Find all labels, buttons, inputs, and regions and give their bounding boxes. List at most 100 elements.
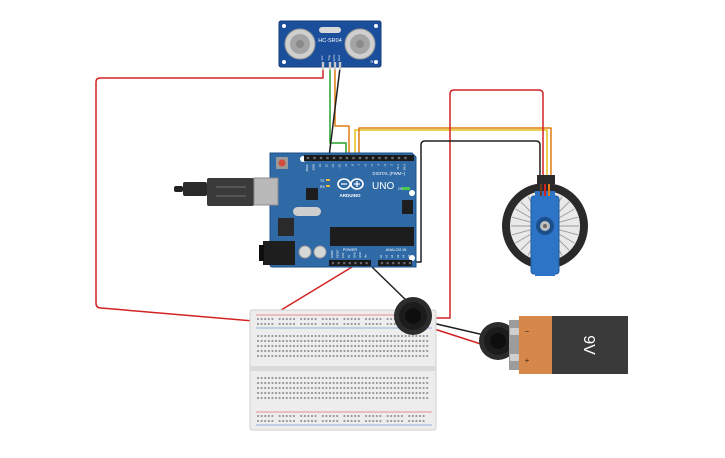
digital-pin[interactable] [326, 156, 329, 160]
breadboard-hole[interactable] [325, 420, 328, 422]
breadboard-hole[interactable] [368, 345, 371, 347]
breadboard-hole[interactable] [422, 382, 425, 384]
breadboard-hole[interactable] [332, 350, 335, 352]
breadboard-hole[interactable] [271, 392, 274, 394]
breadboard-hole[interactable] [411, 350, 414, 352]
breadboard-hole[interactable] [390, 397, 393, 399]
breadboard-hole[interactable] [289, 392, 292, 394]
breadboard-hole[interactable] [401, 345, 403, 347]
breadboard-hole[interactable] [275, 382, 277, 384]
breadboard-hole[interactable] [329, 420, 331, 422]
breadboard-hole[interactable] [426, 340, 429, 342]
breadboard-hole[interactable] [318, 397, 321, 399]
breadboard-hole[interactable] [347, 415, 349, 417]
power-pin[interactable] [354, 262, 357, 265]
breadboard-hole[interactable] [336, 397, 339, 399]
breadboard-hole[interactable] [419, 335, 421, 337]
breadboard-hole[interactable] [368, 318, 371, 320]
breadboard-hole[interactable] [293, 355, 295, 357]
breadboard-hole[interactable] [336, 340, 339, 342]
breadboard-hole[interactable] [368, 335, 371, 337]
breadboard-hole[interactable] [303, 397, 306, 399]
breadboard-hole[interactable] [332, 420, 335, 422]
breadboard-hole[interactable] [372, 318, 375, 320]
breadboard-hole[interactable] [390, 392, 393, 394]
breadboard-hole[interactable] [311, 420, 313, 422]
breadboard-hole[interactable] [343, 377, 346, 379]
breadboard-hole[interactable] [365, 377, 367, 379]
breadboard-hole[interactable] [415, 392, 418, 394]
breadboard-hole[interactable] [285, 382, 288, 384]
breadboard-hole[interactable] [314, 335, 317, 337]
breadboard-hole[interactable] [386, 392, 389, 394]
breadboard-hole[interactable] [347, 323, 349, 325]
breadboard-hole[interactable] [271, 318, 274, 320]
breadboard-hole[interactable] [401, 355, 403, 357]
breadboard-hole[interactable] [343, 318, 346, 320]
breadboard-hole[interactable] [411, 377, 414, 379]
breadboard-hole[interactable] [271, 350, 274, 352]
breadboard-hole[interactable] [372, 392, 375, 394]
breadboard-hole[interactable] [332, 335, 335, 337]
breadboard-hole[interactable] [271, 377, 274, 379]
breadboard-hole[interactable] [325, 392, 328, 394]
breadboard-hole[interactable] [329, 397, 331, 399]
breadboard-hole[interactable] [365, 392, 367, 394]
breadboard-hole[interactable] [318, 340, 321, 342]
breadboard-hole[interactable] [343, 335, 346, 337]
breadboard-hole[interactable] [390, 420, 393, 422]
breadboard-hole[interactable] [271, 387, 274, 389]
breadboard-hole[interactable] [415, 340, 418, 342]
breadboard-hole[interactable] [419, 420, 421, 422]
breadboard-hole[interactable] [357, 318, 360, 320]
breadboard-hole[interactable] [278, 323, 281, 325]
breadboard-hole[interactable] [311, 382, 313, 384]
digital-pin[interactable] [384, 156, 388, 160]
breadboard-hole[interactable] [311, 340, 313, 342]
breadboard-hole[interactable] [393, 382, 396, 384]
breadboard-hole[interactable] [267, 377, 270, 379]
breadboard-hole[interactable] [422, 392, 425, 394]
wire-red-sensor-vcc-to-breadboard[interactable] [95, 67, 324, 323]
breadboard-hole[interactable] [393, 323, 396, 325]
breadboard-hole[interactable] [404, 355, 407, 357]
breadboard-hole[interactable] [372, 350, 375, 352]
breadboard-hole[interactable] [260, 345, 263, 347]
breadboard-hole[interactable] [300, 350, 303, 352]
breadboard-hole[interactable] [393, 387, 396, 389]
breadboard-hole[interactable] [404, 397, 407, 399]
breadboard-hole[interactable] [372, 415, 375, 417]
breadboard-hole[interactable] [419, 350, 421, 352]
breadboard-hole[interactable] [257, 345, 259, 347]
breadboard-hole[interactable] [368, 420, 371, 422]
breadboard-hole[interactable] [285, 355, 288, 357]
breadboard-hole[interactable] [357, 340, 360, 342]
breadboard-hole[interactable] [264, 387, 267, 389]
breadboard-hole[interactable] [419, 397, 421, 399]
breadboard-hole[interactable] [386, 318, 389, 320]
breadboard-hole[interactable] [336, 415, 339, 417]
breadboard-hole[interactable] [347, 355, 349, 357]
breadboard-hole[interactable] [419, 340, 421, 342]
breadboard-hole[interactable] [293, 387, 295, 389]
breadboard-hole[interactable] [397, 387, 400, 389]
breadboard-hole[interactable] [257, 415, 259, 417]
breadboard-hole[interactable] [415, 415, 418, 417]
breadboard-hole[interactable] [285, 345, 288, 347]
breadboard-hole[interactable] [257, 323, 259, 325]
breadboard-hole[interactable] [293, 340, 295, 342]
breadboard-hole[interactable] [347, 345, 349, 347]
breadboard-hole[interactable] [375, 387, 378, 389]
breadboard-hole[interactable] [347, 387, 349, 389]
breadboard-hole[interactable] [383, 340, 385, 342]
breadboard-hole[interactable] [293, 345, 295, 347]
breadboard-hole[interactable] [336, 323, 339, 325]
breadboard-hole[interactable] [393, 340, 396, 342]
breadboard-hole[interactable] [386, 420, 389, 422]
breadboard-hole[interactable] [267, 392, 270, 394]
breadboard-hole[interactable] [296, 382, 299, 384]
breadboard-hole[interactable] [422, 387, 425, 389]
breadboard-hole[interactable] [285, 397, 288, 399]
analog-pin[interactable] [397, 262, 400, 265]
breadboard-hole[interactable] [307, 387, 310, 389]
